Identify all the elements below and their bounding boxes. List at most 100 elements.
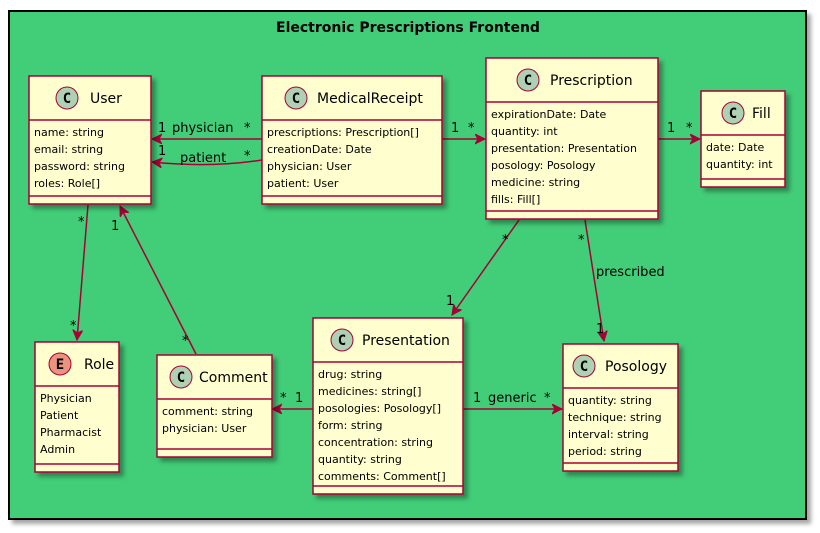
class-attribute: technique: string [568, 411, 662, 424]
class-attribute: quantity: string [318, 453, 402, 466]
class-box-posology [562, 343, 679, 472]
classes: C User name: string email: string password: … [28, 57, 786, 495]
stereotype-letter: C [580, 359, 588, 375]
class-presentation: C Presentation drug: string medicines: stri… [312, 317, 464, 495]
multiplicity-receipt-source: 1 [451, 121, 459, 136]
class-attribute: date: Date [706, 141, 765, 154]
package-title: Electronic Prescriptions Frontend [276, 20, 540, 36]
class-attribute: prescriptions: Prescription[] [267, 126, 419, 139]
enum-icon [48, 352, 72, 376]
class-box-fill [700, 90, 786, 188]
class-attribute: roles: Role[] [34, 177, 100, 190]
class-icon [55, 86, 79, 110]
class-attribute: form: string [318, 419, 382, 432]
stereotype-letter: C [63, 91, 71, 107]
relations: physician * 1 patient * 1 1 * 1 * * * [70, 121, 700, 409]
relation-label-prescribed: prescribed [596, 265, 665, 280]
multiplicity-comment-source: * [182, 334, 189, 349]
multiplicity-pp-source: 1 [473, 391, 481, 406]
class-box-user [28, 75, 152, 205]
relation-label-physician: physician [172, 121, 234, 136]
class-attribute: password: string [34, 160, 125, 173]
relation-presentation-posology: generic 1 * [463, 391, 562, 409]
class-icon [721, 101, 745, 125]
stereotype-letter: E [56, 357, 64, 373]
class-attribute: period: string [568, 445, 642, 458]
enum-value: Patient [40, 409, 79, 422]
class-attribute: creationDate: Date [267, 143, 372, 156]
class-attribute: quantity: int [706, 158, 773, 171]
multiplicity-pp-target: * [544, 391, 551, 406]
multiplicity-pc-target: * [280, 391, 287, 406]
class-attribute: name: string [34, 126, 104, 139]
class-icon [169, 365, 193, 389]
enum-value: Admin [40, 443, 75, 456]
class-name: User [90, 91, 122, 107]
relation-comment-user: * 1 [111, 206, 197, 355]
multiplicity-role-source: * [78, 215, 85, 230]
multiplicity-patient-source: * [244, 149, 251, 164]
class-icon [284, 86, 308, 110]
relation-label-generic: generic [488, 391, 537, 406]
class-attribute: drug: string [318, 368, 382, 381]
class-attribute: comment: string [162, 405, 253, 418]
class-name: Prescription [550, 73, 633, 89]
multiplicity-posology-source: * [578, 233, 585, 248]
relation-patient: patient * 1 [152, 144, 263, 166]
enum-value: Physician [40, 392, 92, 405]
class-name: Role [84, 357, 114, 373]
class-attribute: physician: User [267, 160, 352, 173]
class-name: Comment [199, 370, 268, 386]
multiplicity-fill-target: * [686, 121, 693, 136]
relation-label-patient: patient [180, 151, 226, 166]
multiplicity-comment-target: 1 [111, 219, 119, 234]
multiplicity-role-target: * [70, 319, 77, 334]
multiplicity-physician-target: 1 [158, 121, 166, 136]
relation-physician: physician * 1 [152, 121, 262, 139]
class-attribute: concentration: string [318, 436, 433, 449]
multiplicity-posology-target: 1 [596, 322, 604, 337]
class-user: C User name: string email: string password: … [28, 75, 152, 205]
class-attribute: interval: string [568, 428, 649, 441]
class-attribute: patient: User [267, 177, 339, 190]
class-icon [330, 328, 354, 352]
class-prescription: C Prescription expirationDate: Date quantit… [485, 57, 659, 220]
class-attribute: email: string [34, 143, 103, 156]
class-name: MedicalReceipt [317, 91, 423, 107]
class-attribute: presentation: Presentation [491, 142, 637, 155]
multiplicity-patient-target: 1 [158, 144, 166, 159]
class-comment: C Comment comment: string physician: User [156, 354, 273, 458]
multiplicity-physician-source: * [244, 121, 251, 136]
class-medicalreceipt: C MedicalReceipt prescriptions: Prescripti… [261, 75, 443, 205]
relation-receipt-prescription: 1 * [442, 121, 485, 139]
class-box-prescription [485, 57, 659, 220]
class-attribute: expirationDate: Date [491, 108, 606, 121]
class-attribute: fills: Fill[] [491, 193, 540, 206]
class-name: Posology [605, 359, 667, 375]
stereotype-letter: C [292, 91, 300, 107]
class-name: Presentation [362, 333, 450, 349]
class-attribute: medicines: string[] [318, 385, 421, 398]
multiplicity-presentation-source: * [502, 233, 509, 248]
stereotype-letter: C [524, 73, 532, 89]
multiplicity-receipt-target: * [468, 121, 475, 136]
relation-prescription-fill: 1 * [658, 121, 700, 139]
class-attribute: quantity: string [568, 394, 652, 407]
relation-user-role: * * [70, 204, 89, 340]
multiplicity-presentation-target: 1 [446, 294, 454, 309]
class-icon [572, 354, 596, 378]
stereotype-letter: C [338, 333, 346, 349]
class-attribute: posology: Posology [491, 159, 596, 172]
class-attribute: quantity: int [491, 125, 558, 138]
class-icon [516, 68, 540, 92]
class-attribute: comments: Comment[] [318, 470, 446, 483]
relation-prescription-presentation: * 1 [446, 219, 520, 315]
relation-presentation-comment: 1 * [272, 391, 313, 409]
stereotype-letter: C [177, 370, 185, 386]
class-attribute: physician: User [162, 422, 247, 435]
multiplicity-pc-source: 1 [295, 391, 303, 406]
class-attribute: medicine: string [491, 176, 580, 189]
